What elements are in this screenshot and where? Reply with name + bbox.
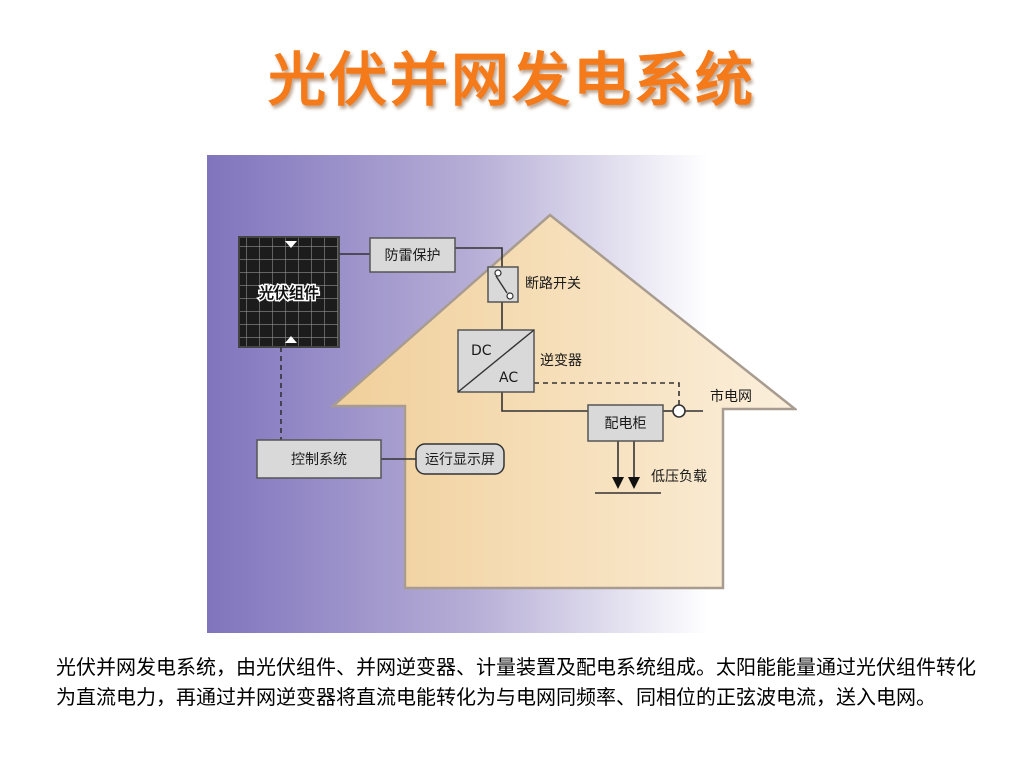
inverter-label: 逆变器: [540, 353, 582, 369]
description-text: 光伏并网发电系统，由光伏组件、并网逆变器、计量装置及配电系统组成。太阳能能量通过…: [56, 655, 976, 709]
control-system-box: 控制系统: [256, 439, 382, 479]
pv-module: 光伏组件: [238, 236, 340, 348]
display-screen-label: 运行显示屏: [425, 452, 495, 468]
display-screen-box: 运行显示屏: [415, 443, 505, 475]
inverter-ac-label: AC: [499, 370, 518, 386]
distribution-cabinet-box: 配电柜: [587, 404, 664, 442]
breaker-switch: [487, 266, 519, 303]
grid-label: 市电网: [710, 388, 752, 405]
house-shape: [329, 213, 797, 590]
inverter-dc-label: DC: [471, 343, 492, 359]
wiring: [339, 247, 703, 494]
distribution-cabinet-label: 配电柜: [605, 416, 647, 432]
slide-title: 光伏并网发电系统: [267, 46, 756, 114]
control-system-label: 控制系统: [291, 452, 347, 468]
load-arrow-right: [628, 477, 640, 489]
pv-module-label: 光伏组件: [258, 284, 319, 302]
load-arrow-left: [612, 477, 624, 489]
breaker-label: 断路开关: [525, 276, 581, 292]
grid-connection-node: [672, 404, 686, 418]
lightning-protection-label: 防雷保护: [385, 248, 441, 264]
low-voltage-load-label: 低压负载: [651, 469, 707, 485]
pv-system-diagram: 光伏组件 防雷保护 断路开关 DC AC 逆变: [207, 155, 797, 633]
lightning-protection-box: 防雷保护: [369, 237, 456, 273]
signal-lines: [280, 347, 680, 440]
inverter-box: DC AC: [457, 329, 535, 393]
